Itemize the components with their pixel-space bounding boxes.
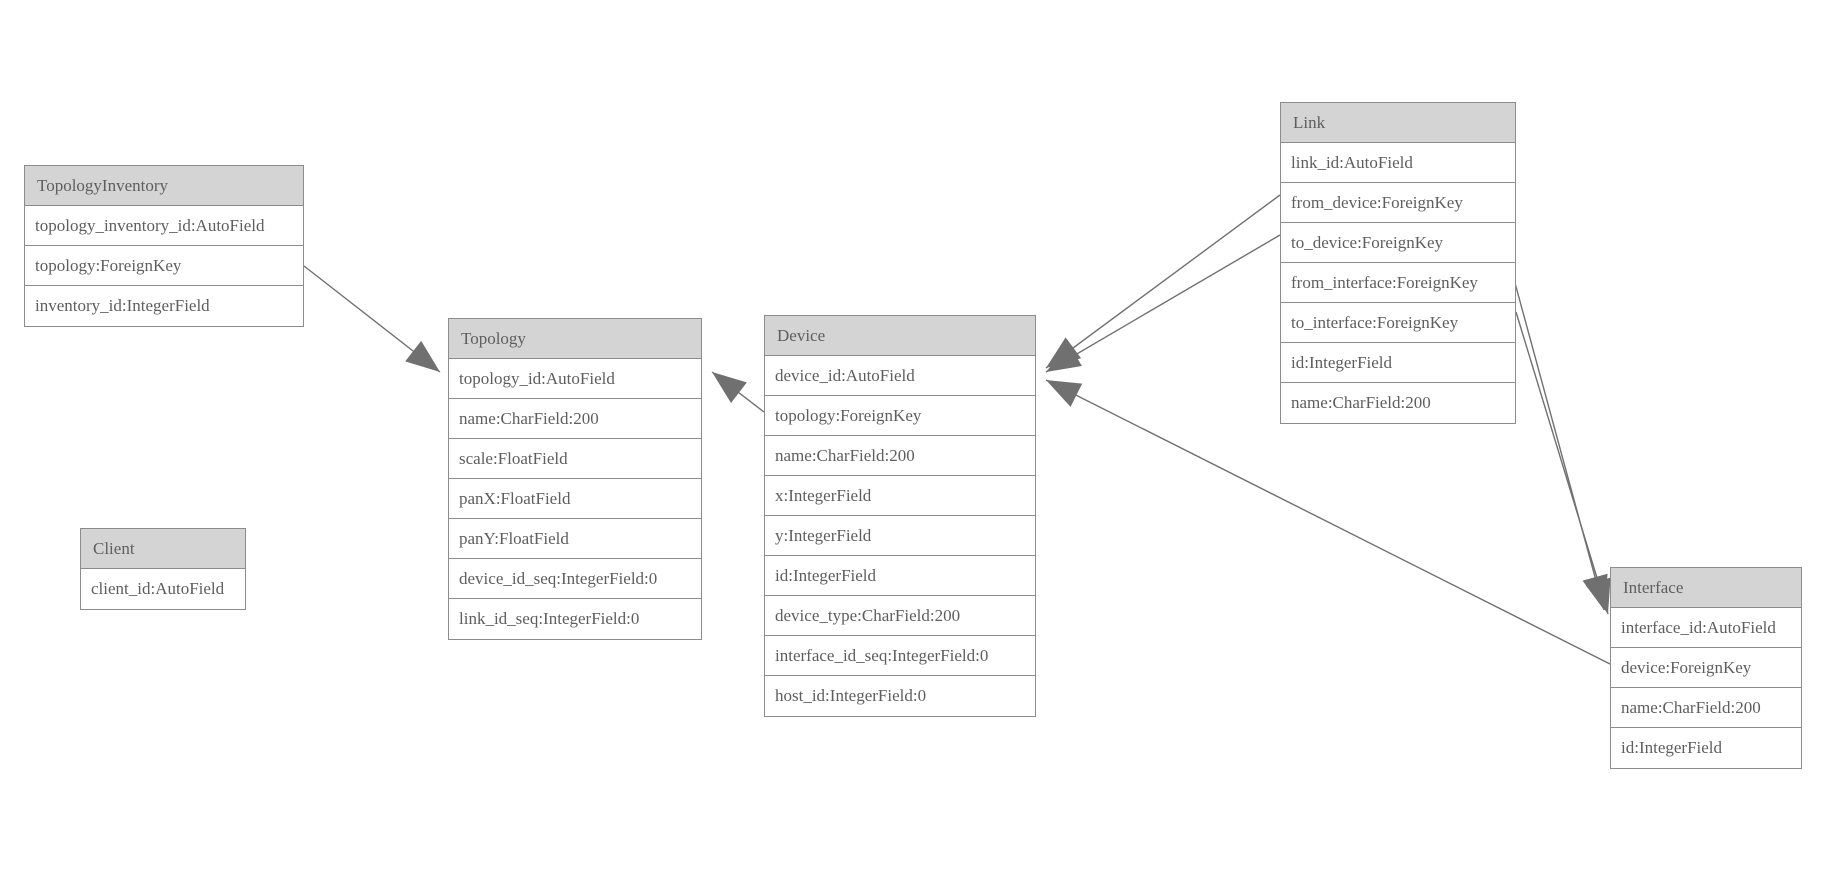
entity-title-topology: Topology [449, 319, 701, 359]
arrowhead-icon [1046, 343, 1082, 372]
entity-field: link_id_seq:IntegerField:0 [449, 599, 701, 639]
entity-field: host_id:IntegerField:0 [765, 676, 1035, 716]
entity-field: name:CharField:200 [1611, 688, 1801, 728]
entity-field: interface_id_seq:IntegerField:0 [765, 636, 1035, 676]
entity-field: x:IntegerField [765, 476, 1035, 516]
entity-field: interface_id:AutoField [1611, 608, 1801, 648]
entity-field: to_interface:ForeignKey [1281, 303, 1515, 343]
relationship-edge [711, 371, 765, 413]
arrowhead-icon [1585, 577, 1611, 614]
entity-title-topology_inventory: TopologyInventory [25, 166, 303, 206]
entity-field: link_id:AutoField [1281, 143, 1515, 183]
entity-title-client: Client [81, 529, 245, 569]
entity-title-interface: Interface [1611, 568, 1801, 608]
arrowhead-icon [405, 340, 440, 372]
arrowhead-icon [1046, 380, 1083, 407]
entity-field: name:CharField:200 [1281, 383, 1515, 423]
entity-field: y:IntegerField [765, 516, 1035, 556]
relationship-edge [1045, 194, 1281, 369]
arrowhead-icon [1046, 337, 1082, 368]
entity-field: to_device:ForeignKey [1281, 223, 1515, 263]
entity-field: device_id_seq:IntegerField:0 [449, 559, 701, 599]
entity-field: name:CharField:200 [449, 399, 701, 439]
entity-field: device:ForeignKey [1611, 648, 1801, 688]
entity-title-device: Device [765, 316, 1035, 356]
entity-field: inventory_id:IntegerField [25, 286, 303, 326]
entity-field: topology_id:AutoField [449, 359, 701, 399]
entity-field: device_id:AutoField [765, 356, 1035, 396]
entity-field: id:IntegerField [765, 556, 1035, 596]
relationship-edge [303, 265, 441, 373]
entity-field: id:IntegerField [1281, 343, 1515, 383]
entity-field: panX:FloatField [449, 479, 701, 519]
entity-field: from_device:ForeignKey [1281, 183, 1515, 223]
entity-field: topology_inventory_id:AutoField [25, 206, 303, 246]
entity-field: topology:ForeignKey [765, 396, 1035, 436]
relationship-edge [1515, 311, 1609, 615]
arrowhead-icon [1582, 573, 1608, 610]
relationship-edge [1045, 234, 1281, 373]
relationship-edge [1511, 271, 1605, 611]
entity-title-link: Link [1281, 103, 1515, 143]
entity-field: scale:FloatField [449, 439, 701, 479]
entity-field: from_interface:ForeignKey [1281, 263, 1515, 303]
arrowhead-icon [712, 372, 747, 404]
entity-field: id:IntegerField [1611, 728, 1801, 768]
entity-field: name:CharField:200 [765, 436, 1035, 476]
entity-field: topology:ForeignKey [25, 246, 303, 286]
entity-field: client_id:AutoField [81, 569, 245, 609]
entity-field: panY:FloatField [449, 519, 701, 559]
entity-field: device_type:CharField:200 [765, 596, 1035, 636]
